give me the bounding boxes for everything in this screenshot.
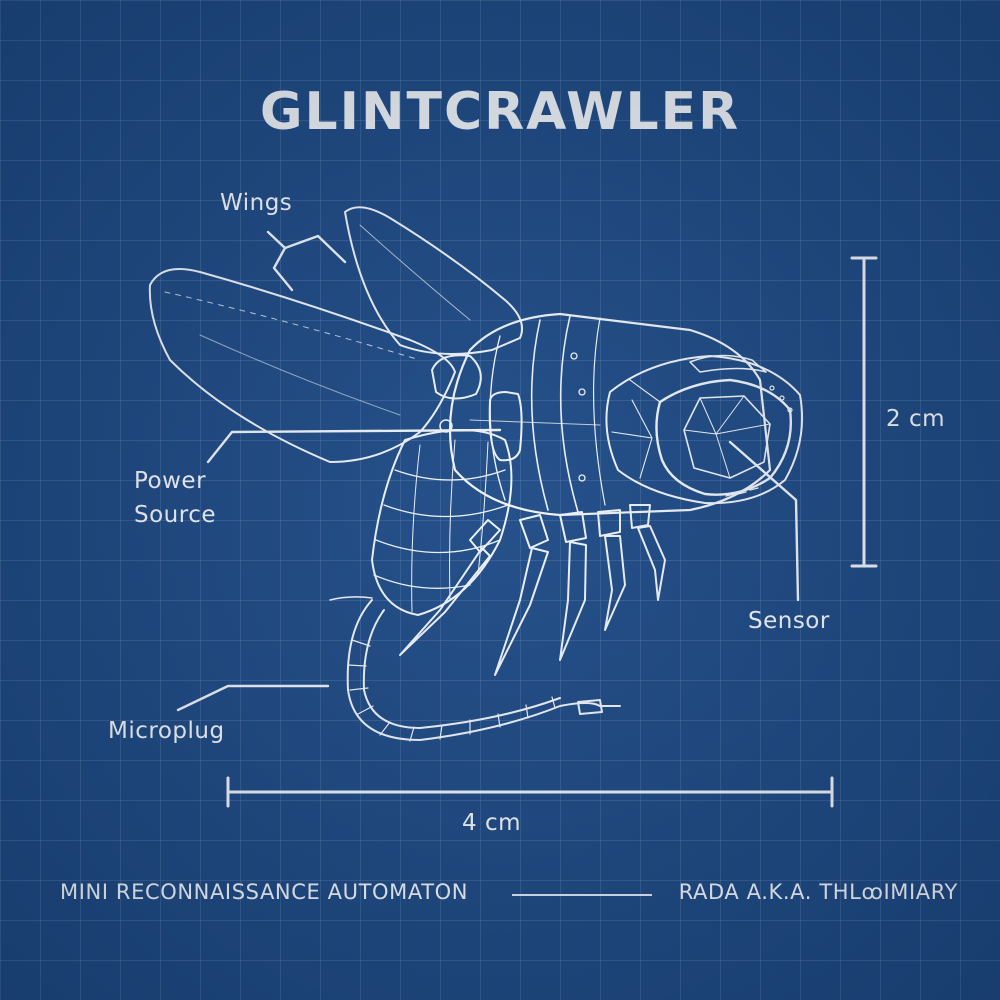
sensor-leader xyxy=(728,440,800,602)
power-source-label-line1: Power xyxy=(134,468,207,494)
footer-subtitle: MINI RECONNAISSANCE AUTOMATON xyxy=(60,880,469,904)
footer-credit: RADA A.K.A. THLꝏIMIARY xyxy=(678,880,958,904)
wings-leader xyxy=(266,230,347,292)
footer-divider xyxy=(512,894,652,896)
dimension-width xyxy=(226,776,834,808)
leader-lines xyxy=(176,230,800,712)
microplug-cable xyxy=(346,599,621,742)
power-source-label-line2: Source xyxy=(134,502,216,528)
dimension-height xyxy=(850,256,878,568)
wings-label: Wings xyxy=(220,190,293,216)
microplug-label: Microplug xyxy=(108,718,225,744)
page-title: GLINTCRAWLER xyxy=(259,82,741,142)
front-wing xyxy=(148,268,456,463)
legs-drawing xyxy=(329,504,666,676)
back-wing xyxy=(344,206,524,355)
power-source-leader xyxy=(206,428,502,464)
sensor-label: Sensor xyxy=(748,608,830,634)
width-dimension-label: 4 cm xyxy=(462,810,521,836)
microplug-leader xyxy=(176,684,330,712)
height-dimension-label: 2 cm xyxy=(886,406,945,432)
wings-drawing xyxy=(148,206,524,463)
power-source-panel xyxy=(488,391,523,462)
